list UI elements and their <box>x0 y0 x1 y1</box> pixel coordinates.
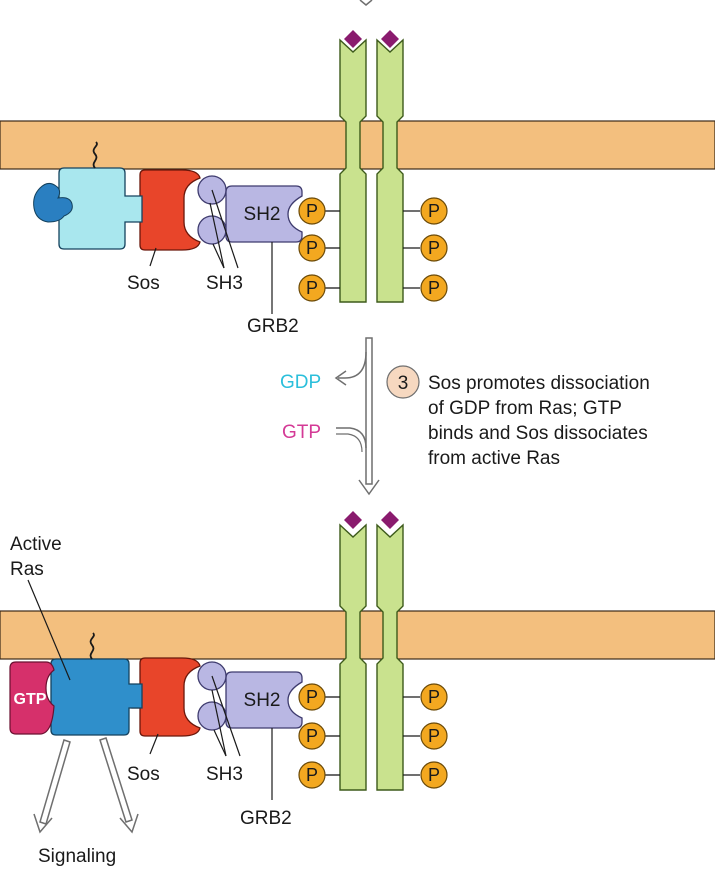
ras-inactive-protein <box>58 167 143 250</box>
phosphate-circle <box>298 234 326 262</box>
gdp-branch-arrowhead <box>334 370 347 386</box>
phosphate-label: P <box>306 765 318 785</box>
active-ras-label-line-1: Active <box>10 534 62 555</box>
phosphate-group-left: P P P <box>298 197 340 302</box>
step-description-line-2: of GDP from Ras; GTP <box>428 398 622 419</box>
sh3-label: SH3 <box>206 273 243 294</box>
phosphate-circle <box>420 234 448 262</box>
sh3-leader-line-c <box>211 189 239 269</box>
phosphate-circle <box>298 683 326 711</box>
step-number-circle <box>386 365 420 399</box>
sos-leader-line <box>149 733 159 755</box>
lipid-anchor-squiggle <box>92 141 98 169</box>
gdp-bound-to-ras <box>33 182 73 223</box>
phosphate-label: P <box>306 726 318 746</box>
phosphate-label: P <box>428 278 440 298</box>
phosphate-circle <box>298 761 326 789</box>
gtp-bound-label: GTP <box>14 691 47 708</box>
transition-step: GDP GTP 3 Sos promotes dissociation of G… <box>280 337 650 496</box>
phosphate-group-left: P P P <box>298 683 340 789</box>
lipid-anchor-squiggle <box>89 632 95 660</box>
receptor-chain-left <box>339 38 367 303</box>
grb2-label: GRB2 <box>247 316 299 337</box>
signaling-arrowhead-right <box>119 813 139 834</box>
sos-protein <box>131 657 201 737</box>
phosphate-circle <box>420 761 448 789</box>
ligand-right <box>381 30 399 48</box>
step-description-line-1: Sos promotes dissociation <box>428 373 650 394</box>
sh3-domain-lower <box>197 215 227 245</box>
phosphate-group-right: P P P <box>403 683 448 789</box>
top-panel: P P P P P P SH2 Sos <box>0 0 715 337</box>
ligand-left <box>344 511 362 529</box>
step-description-line-3: binds and Sos dissociates <box>428 423 648 444</box>
sh3-leader-line-a <box>211 689 227 757</box>
sh3-label: SH3 <box>206 764 243 785</box>
step-description-line-4: from active Ras <box>428 448 560 469</box>
sh3-domain-lower <box>197 701 227 731</box>
signaling-arrow-left <box>39 739 71 825</box>
gdp-branch-arrow <box>338 351 367 379</box>
sh3-leader-line-b <box>213 729 227 757</box>
ligand-left <box>344 30 362 48</box>
active-ras-label-line-2: Ras <box>10 559 44 580</box>
phosphate-circle <box>420 683 448 711</box>
gdp-released-label: GDP <box>280 372 321 393</box>
sh2-domain-label: SH2 <box>244 204 281 225</box>
phosphate-label: P <box>428 765 440 785</box>
sos-protein <box>131 169 201 251</box>
receptor-chain-right <box>376 38 404 303</box>
phosphate-circle <box>298 197 326 225</box>
phosphate-label: P <box>428 687 440 707</box>
grb2-label: GRB2 <box>240 808 292 829</box>
sos-label: Sos <box>127 764 160 785</box>
top-incoming-arrow-tip <box>359 0 373 6</box>
bottom-panel: P P P P P P SH2 GTP Active Ras <box>0 511 715 867</box>
signaling-arrow-right <box>99 737 133 823</box>
sh3-leader-line-c <box>211 675 241 757</box>
phosphate-label: P <box>428 201 440 221</box>
phosphate-label: P <box>306 201 318 221</box>
phosphate-circle <box>420 274 448 302</box>
ligand-right <box>381 511 399 529</box>
phosphate-circle <box>298 274 326 302</box>
main-transition-arrowhead <box>358 479 380 496</box>
phosphate-group-right: P P P <box>403 197 448 302</box>
sh2-domain-label: SH2 <box>244 690 281 711</box>
phosphate-circle <box>420 197 448 225</box>
receptor-chain-left <box>339 523 367 791</box>
phosphate-label: P <box>428 238 440 258</box>
gtp-branch-arrow-inner <box>336 433 363 453</box>
phosphate-circle <box>298 722 326 750</box>
phosphate-label: P <box>306 687 318 707</box>
phosphate-label: P <box>306 238 318 258</box>
phosphate-circle <box>420 722 448 750</box>
sh3-leader-line-b <box>212 243 225 269</box>
main-transition-arrow <box>365 337 373 485</box>
phosphate-label: P <box>428 726 440 746</box>
signaling-label: Signaling <box>38 846 116 867</box>
step-number: 3 <box>398 373 409 394</box>
gtp-branch-arrow <box>336 427 367 449</box>
gtp-incoming-label: GTP <box>282 422 321 443</box>
sos-leader-line <box>149 247 157 267</box>
signaling-arrowhead-left <box>33 813 53 834</box>
phosphate-label: P <box>306 278 318 298</box>
active-ras-leader-line <box>27 579 71 681</box>
sh3-leader-line-a <box>209 202 225 269</box>
gtp-bound-to-ras <box>9 661 55 735</box>
receptor-chain-right <box>376 523 404 791</box>
ras-active-protein <box>50 658 143 736</box>
sos-label: Sos <box>127 273 160 294</box>
